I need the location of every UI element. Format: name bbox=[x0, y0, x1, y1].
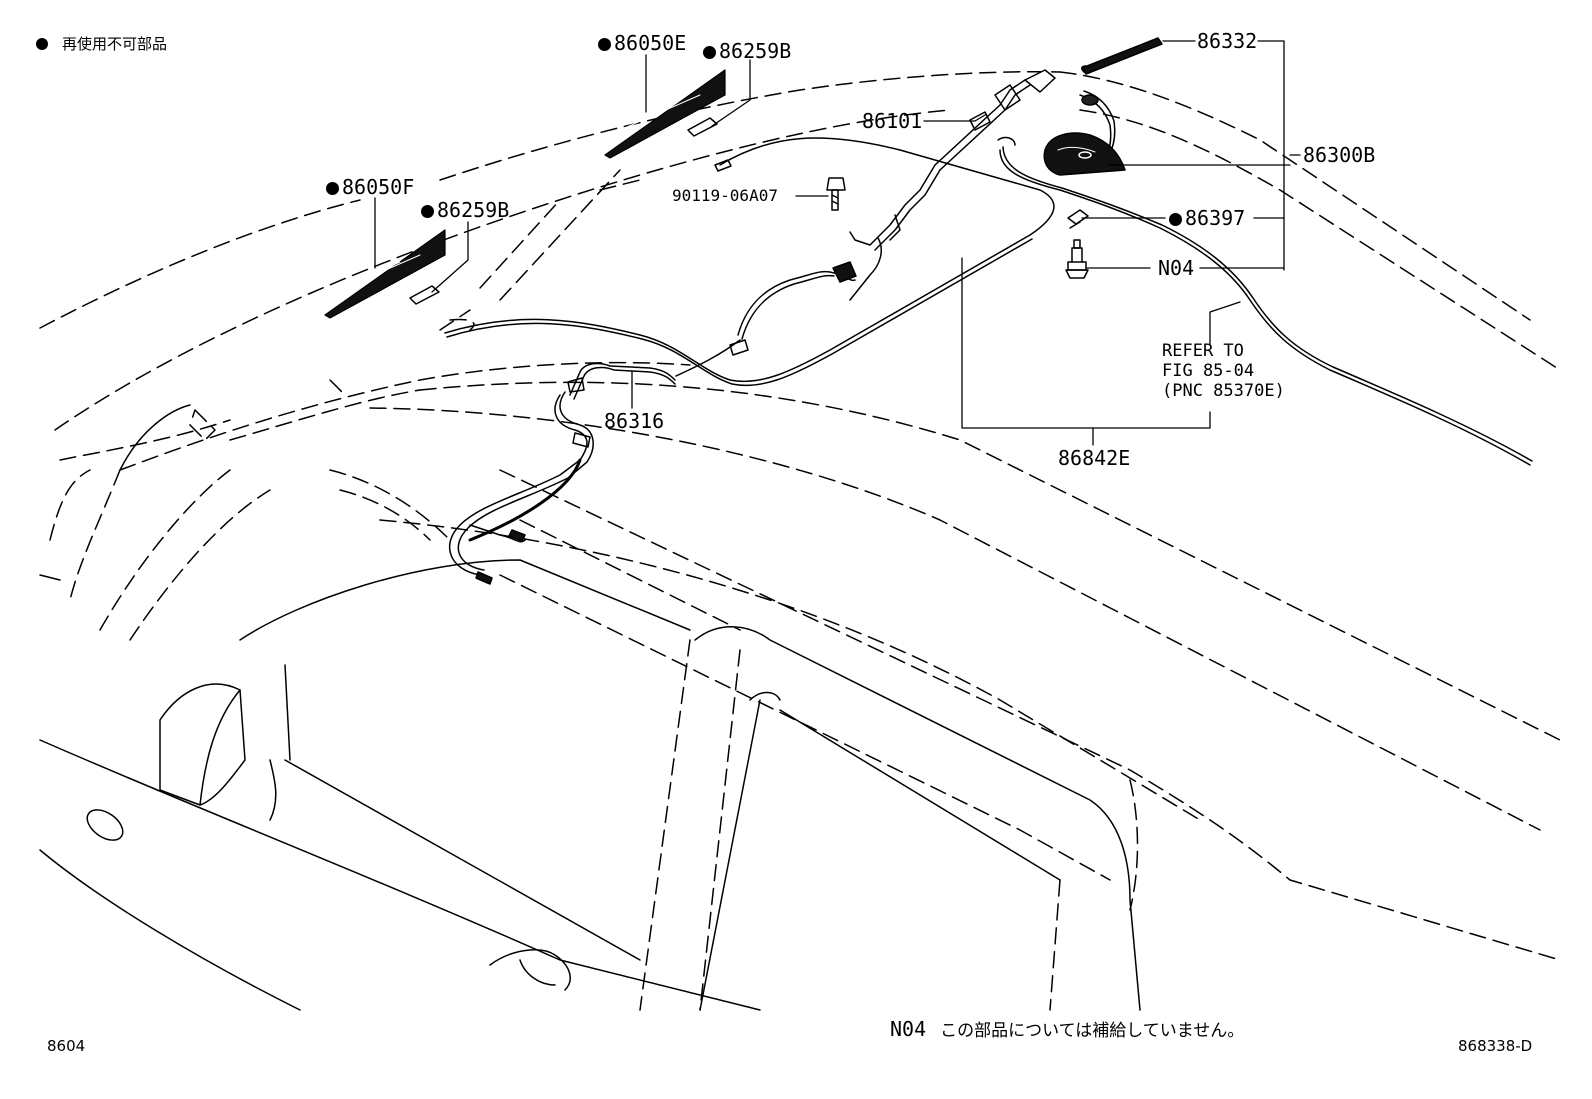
label-86050E: 86050E bbox=[598, 32, 686, 54]
label-N04: N04 bbox=[1158, 256, 1195, 280]
figure-number: 8604 bbox=[47, 1037, 86, 1055]
vehicle-body-outline bbox=[39, 70, 1561, 1011]
label-86101: 86101 bbox=[862, 109, 923, 133]
label-86332: 86332 bbox=[1197, 29, 1258, 53]
leader-lines bbox=[374, 40, 1301, 446]
pad-86259B-left bbox=[409, 285, 440, 305]
label-86397: 86397 bbox=[1169, 207, 1245, 229]
decal-86050E bbox=[604, 69, 726, 159]
antenna-rod-86332 bbox=[1081, 37, 1163, 75]
vehicle-body-solid bbox=[39, 404, 1141, 1011]
non-reusable-marker-icon bbox=[36, 38, 48, 50]
pad-86259B-top bbox=[687, 117, 718, 137]
label-86050F: 86050F bbox=[326, 176, 414, 198]
label-90119-06A07: 90119-06A07 bbox=[672, 186, 778, 205]
footer-note: N04 この部品については補給していません。 bbox=[890, 1016, 1244, 1041]
antenna-cord-86842E bbox=[444, 136, 1533, 466]
legend-text: 再使用不可部品 bbox=[62, 35, 168, 53]
non-reusable-marker-icon bbox=[598, 38, 611, 51]
label-86842E: 86842E bbox=[1058, 446, 1131, 470]
label-86300B: 86300B bbox=[1303, 143, 1376, 167]
antenna-cord-86316 bbox=[449, 261, 857, 585]
non-reusable-marker-icon bbox=[1169, 213, 1182, 226]
legend: 再使用不可部品 bbox=[36, 33, 167, 54]
gasket-86397 bbox=[1067, 209, 1089, 229]
label-86316: 86316 bbox=[604, 409, 665, 433]
antenna-base-86300B bbox=[1043, 132, 1126, 176]
footer-text: この部品については補給していません。 bbox=[940, 1021, 1245, 1041]
decal-86050F bbox=[324, 229, 446, 319]
wire-harness-86101 bbox=[849, 69, 1116, 301]
screw-N04 bbox=[1065, 239, 1089, 279]
label-86259B-left: 86259B bbox=[421, 199, 509, 221]
footer-code: N04 bbox=[890, 1017, 927, 1041]
image-id: 868338-D bbox=[1458, 1037, 1533, 1055]
non-reusable-marker-icon bbox=[703, 46, 716, 59]
label-86259B-top: 86259B bbox=[703, 40, 791, 62]
bolt-90119-06A07 bbox=[826, 177, 846, 211]
non-reusable-marker-icon bbox=[326, 182, 339, 195]
refer-note: REFER TO FIG 85-04 (PNC 85370E) bbox=[1162, 341, 1285, 401]
non-reusable-marker-icon bbox=[421, 205, 434, 218]
